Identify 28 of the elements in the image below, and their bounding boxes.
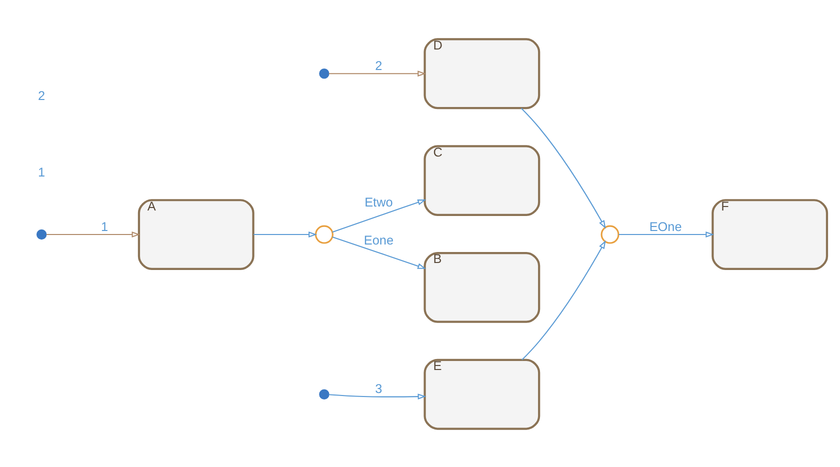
arrow xyxy=(522,240,606,360)
arrow xyxy=(328,393,426,400)
node-box: D xyxy=(424,38,540,109)
node-box: F xyxy=(712,198,828,270)
node-box: E xyxy=(424,358,540,430)
node-box: A xyxy=(138,198,254,270)
edge-label: 1 xyxy=(101,219,108,234)
label: 2 xyxy=(38,88,46,103)
node-circle xyxy=(600,224,620,244)
node-dot xyxy=(36,228,47,240)
arrow xyxy=(332,236,426,268)
label: 1 xyxy=(38,164,46,179)
node-dot xyxy=(319,388,330,399)
edge-label: 2 xyxy=(375,58,382,73)
node-circle xyxy=(314,224,334,244)
arrow xyxy=(46,231,140,237)
arrow xyxy=(332,199,426,232)
arrow xyxy=(328,70,426,76)
arrow xyxy=(254,231,318,237)
edge-label: Etwo xyxy=(364,195,393,210)
arrow xyxy=(520,107,606,228)
edge-label: Eone xyxy=(364,233,394,248)
node-box: B xyxy=(424,252,540,322)
arrow xyxy=(618,231,714,237)
edge-label: EOne xyxy=(649,219,682,234)
edge-label: 3 xyxy=(375,381,382,396)
node-dot xyxy=(319,68,330,78)
node-box: C xyxy=(424,144,540,216)
